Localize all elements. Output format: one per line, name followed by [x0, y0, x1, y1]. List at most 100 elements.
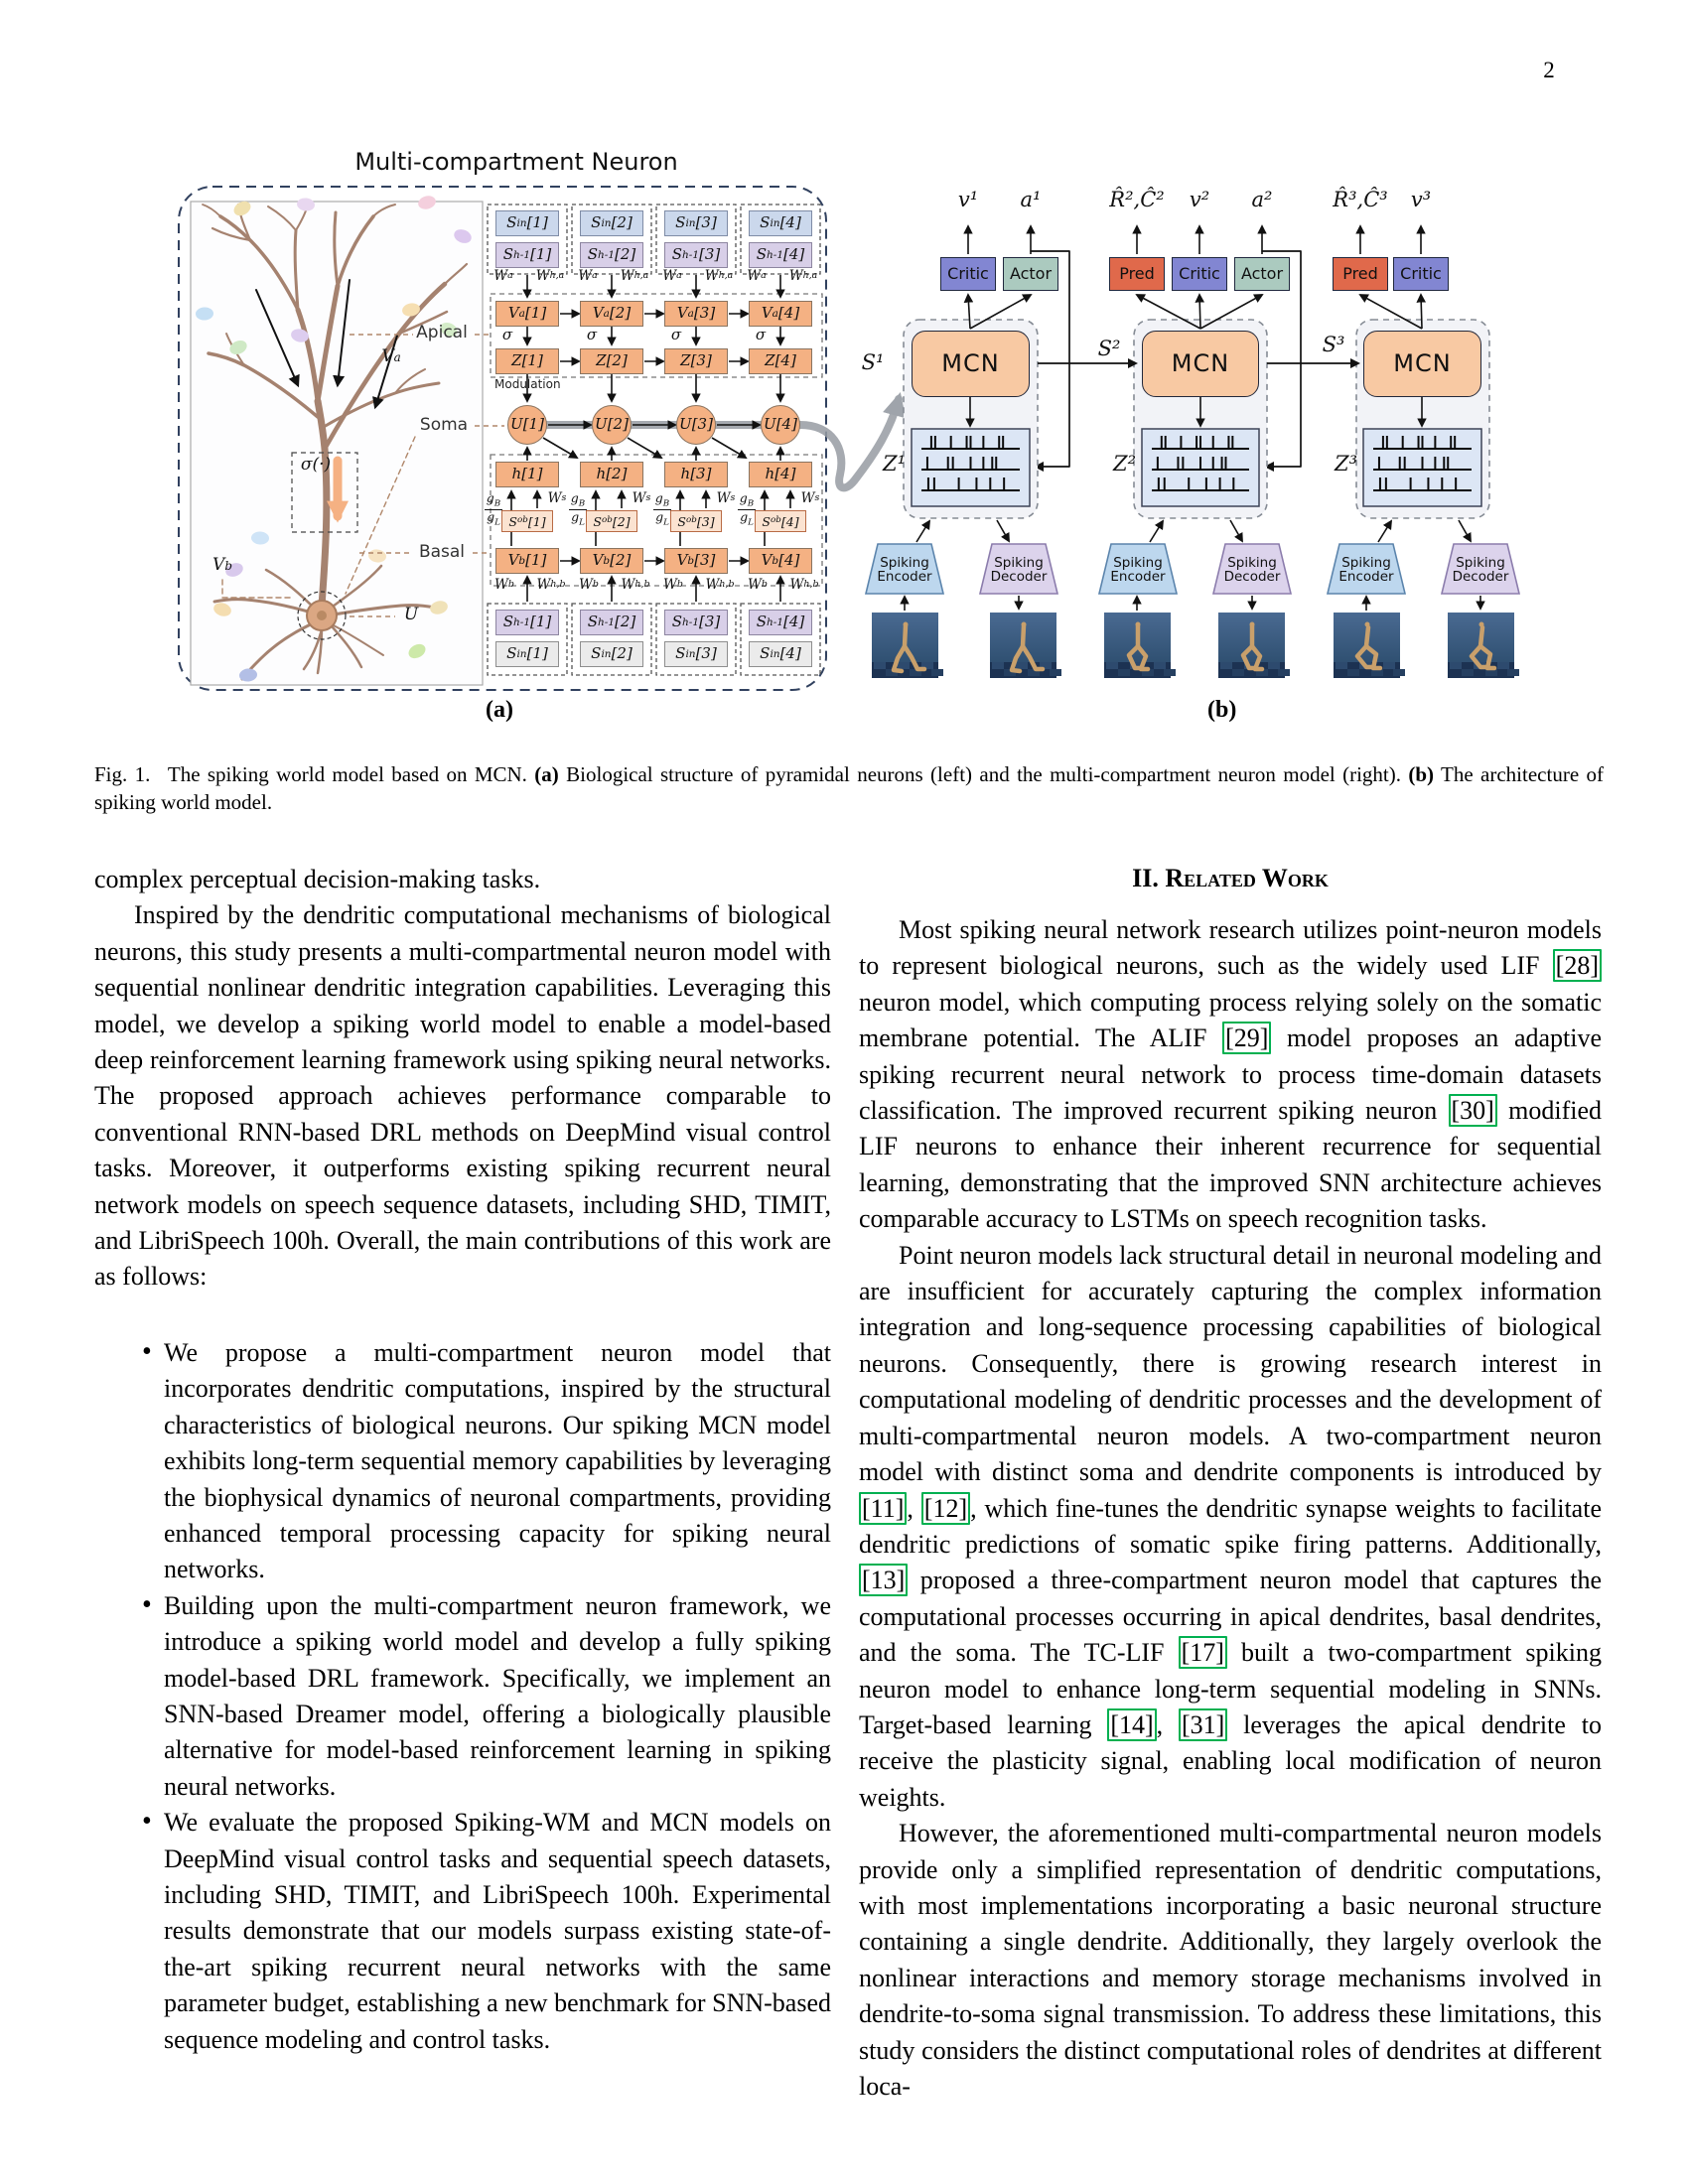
grid-z-box: Z[3]: [664, 348, 728, 374]
contribution-item: Building upon the multi-compartment neur…: [94, 1587, 831, 1805]
citation-link[interactable]: [11]: [859, 1491, 908, 1525]
body-paragraph: Most spiking neural network research uti…: [859, 915, 1603, 1234]
citation-link[interactable]: [29]: [1222, 1022, 1272, 1055]
head-output-label: v³: [1410, 188, 1432, 212]
latent-spike-label: Z²: [1112, 452, 1136, 477]
gb-label: gB: [739, 489, 755, 509]
head-critic-box: Critic: [1172, 257, 1227, 291]
apical-label: Apical: [416, 323, 468, 343]
synapse-terminal-icon: [196, 307, 213, 321]
synapse-terminal-icon: [213, 603, 231, 616]
contribution-list: We propose a multi-compartment neuron mo…: [94, 1334, 831, 2058]
latent-spike-label: Z³: [1334, 452, 1357, 477]
grid-z-box: Z[2]: [580, 348, 643, 374]
figure-caption: Fig. 1. The spiking world model based on…: [94, 762, 1604, 814]
state-label: S¹: [861, 350, 885, 375]
gl-label: gL: [738, 508, 756, 527]
modulation-label: Modulation: [494, 376, 561, 391]
mcn-block: MCN: [1363, 331, 1481, 397]
spiking-decoder-label: Spiking Decoder: [990, 554, 1048, 585]
spiking-encoder-label: Spiking Encoder: [1110, 554, 1166, 585]
mcn-block: MCN: [1142, 331, 1259, 397]
synapse-terminal-icon: [454, 229, 472, 243]
citation-link[interactable]: [13]: [859, 1564, 909, 1597]
citation-link[interactable]: [14]: [1107, 1707, 1157, 1741]
head-output-label: v²: [1189, 188, 1210, 212]
spiking-decoder-label: Spiking Decoder: [1452, 554, 1509, 585]
synapse-terminal-icon: [239, 668, 257, 682]
latent-spike-label: Z¹: [882, 452, 906, 477]
citation-link[interactable]: [30]: [1448, 1094, 1497, 1128]
head-actor-box: Actor: [1003, 257, 1058, 291]
citation-link[interactable]: [12]: [920, 1491, 971, 1525]
citation-link[interactable]: [31]: [1179, 1707, 1228, 1741]
head-critic-box: Critic: [940, 257, 996, 291]
contribution-item: We propose a multi-compartment neuron mo…: [94, 1334, 831, 1588]
head-pred-box: Pred: [1109, 257, 1165, 291]
spiking-decoder-shape: [978, 543, 1059, 595]
section-heading: II. Related Work: [1132, 864, 1329, 892]
synapse-terminal-icon: [408, 643, 426, 659]
left-column: complex perceptual decision-making tasks…: [94, 862, 831, 2058]
citation-link[interactable]: [17]: [1178, 1636, 1227, 1670]
right-column: II. Related Work Most spiking neural net…: [859, 862, 1602, 2105]
citation-link[interactable]: [28]: [1552, 949, 1602, 983]
grid-u-soma: U[2]: [592, 405, 632, 445]
walker-frame-image: [1334, 613, 1405, 678]
synapse-terminal-icon: [418, 196, 436, 209]
pyramidal-neuron-art: [196, 196, 472, 682]
synapse-terminal-icon: [229, 340, 247, 355]
spiking-decoder-shape: [1440, 543, 1521, 595]
state-label: S²: [1097, 337, 1121, 361]
sigma-label: σ: [755, 326, 767, 344]
synapse-terminal-icon: [233, 201, 251, 216]
synapse-terminal-icon: [430, 601, 448, 614]
synapse-terminal-icon: [402, 303, 420, 317]
soma-label: Soma: [419, 415, 469, 436]
head-output-label: a¹: [1020, 188, 1042, 212]
spiking-encoder-shape: [864, 543, 945, 595]
grid-u-soma: U[3]: [676, 405, 716, 445]
head-critic-box: Critic: [1393, 257, 1449, 291]
body-paragraph: Point neuron models lack structural deta…: [859, 1240, 1602, 1812]
gb-label: gB: [486, 489, 501, 509]
synapse-terminal-icon: [291, 329, 309, 342]
walker-frame-image: [872, 613, 943, 678]
gl-label: gL: [569, 508, 587, 527]
head-pred-box: Pred: [1333, 257, 1388, 291]
